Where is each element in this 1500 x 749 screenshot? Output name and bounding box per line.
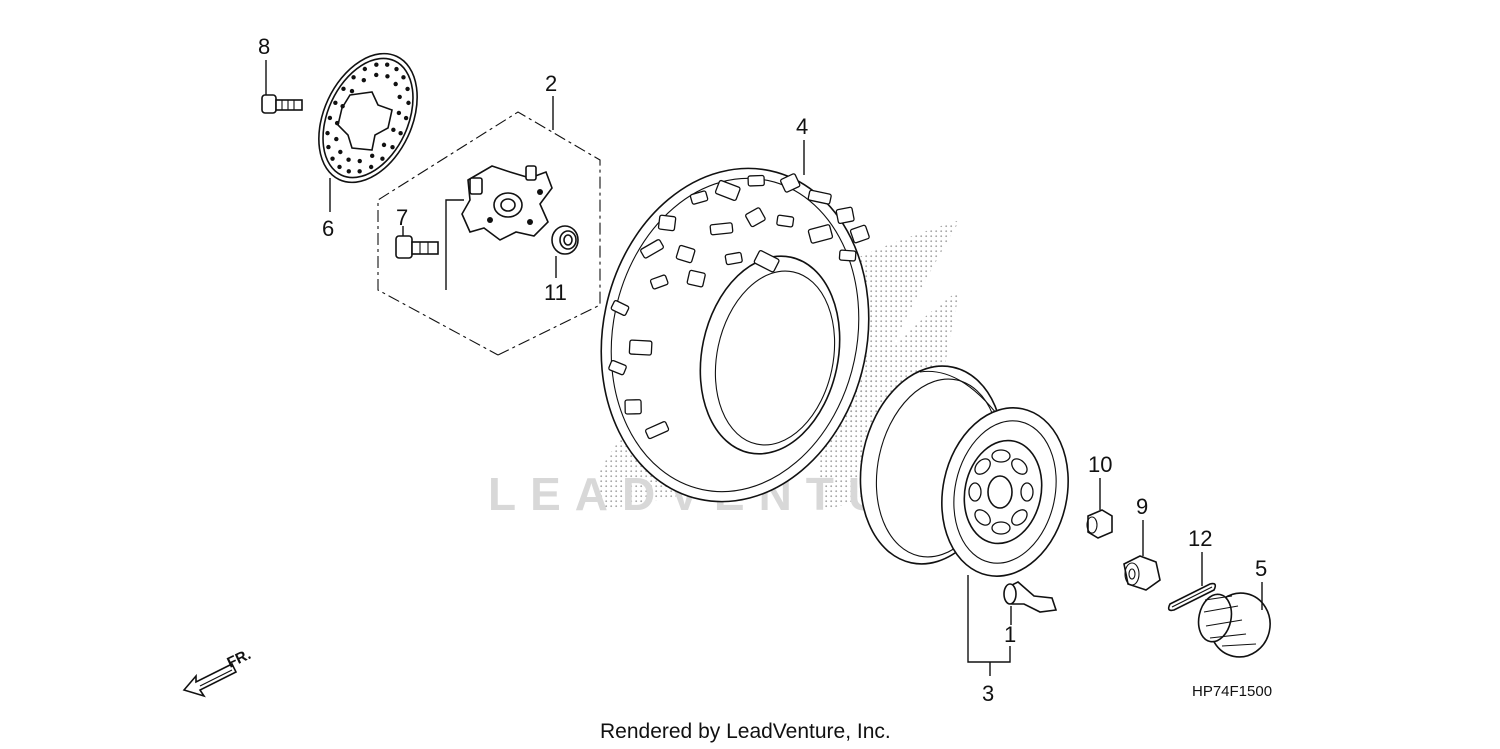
diagram-code: HP74F1500 — [1192, 683, 1272, 700]
callout-9[interactable]: 9 — [1136, 494, 1148, 519]
callout-1[interactable]: 1 — [1004, 622, 1016, 647]
cotter-pin-part — [1167, 582, 1217, 612]
callout-8[interactable]: 8 — [258, 34, 270, 59]
bearing-part — [551, 225, 579, 255]
brake-disc-part — [318, 52, 418, 184]
front-direction-arrow — [182, 662, 238, 698]
rim-part — [859, 365, 1069, 577]
wheel-nut-part — [1086, 509, 1113, 539]
tire-tread — [608, 173, 870, 440]
castle-nut-part — [1123, 555, 1161, 591]
callout-2[interactable]: 2 — [545, 71, 557, 96]
callout-4[interactable]: 4 — [796, 114, 808, 139]
callout-6[interactable]: 6 — [322, 216, 334, 241]
callout-7[interactable]: 7 — [396, 205, 408, 230]
callout-11[interactable]: 11 — [544, 280, 567, 305]
disc-bolt-part — [261, 94, 303, 114]
footer-credit: Rendered by LeadVenture, Inc. — [600, 720, 891, 743]
hub-bolt-part — [395, 235, 439, 259]
direction-label: FR. — [225, 646, 254, 672]
hub-assembly-boundary — [377, 111, 601, 356]
callout-10[interactable]: 10 — [1088, 452, 1112, 477]
hub-part — [461, 165, 553, 241]
tire-part — [600, 167, 870, 503]
callout-3[interactable]: 3 — [982, 681, 994, 706]
valve-stem-part — [1003, 581, 1058, 613]
callout-5[interactable]: 5 — [1255, 556, 1267, 581]
callout-12[interactable]: 12 — [1188, 526, 1212, 551]
hub-cap-part — [1197, 592, 1271, 658]
